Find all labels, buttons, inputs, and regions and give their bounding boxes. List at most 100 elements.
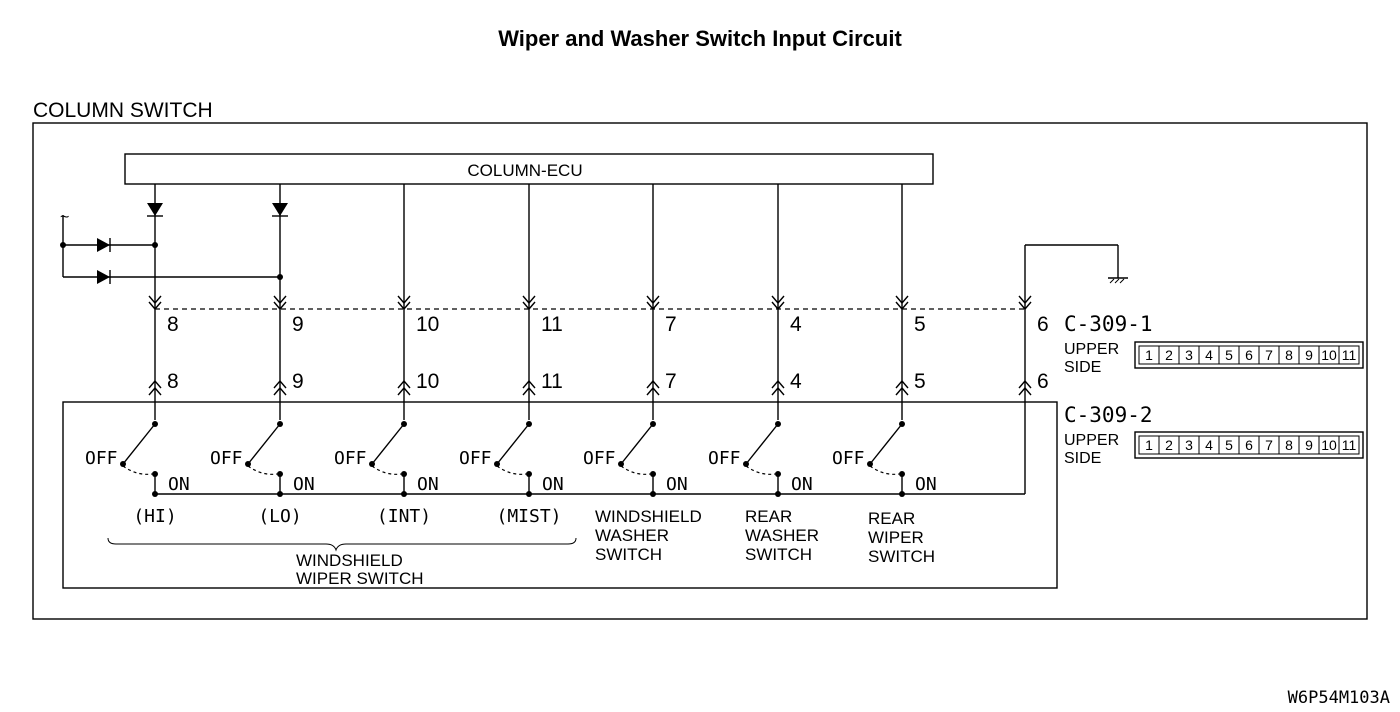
pin-6-lower-label: 6 (1037, 370, 1049, 393)
tilde-symbol: ~ (60, 209, 69, 226)
on-position-label: ON (168, 474, 190, 495)
pin-label-upper: 10 (416, 313, 439, 336)
page-title: Wiper and Washer Switch Input Circuit (498, 26, 902, 51)
on-position-label: ON (791, 474, 813, 495)
connector-pin-number: 11 (1342, 437, 1357, 453)
diode-icon (97, 238, 110, 252)
on-position-label: ON (915, 474, 937, 495)
connector-pin-icon (771, 295, 785, 311)
off-position-label: OFF (334, 448, 367, 469)
pin-label-lower: 9 (292, 370, 304, 393)
wiper-group-label-line2: WIPER SWITCH (296, 569, 424, 588)
pin-6-upper-label: 6 (1037, 313, 1049, 336)
connector-2-side-line2: SIDE (1064, 450, 1101, 467)
connector-pin-icon (522, 295, 536, 311)
rear-washer-label-line3: SWITCH (745, 545, 812, 564)
switch-blade-icon (122, 423, 156, 465)
on-position-label: ON (666, 474, 688, 495)
rear-wiper-label-line3: SWITCH (868, 547, 935, 566)
column-ecu-label: COLUMN-ECU (467, 161, 582, 180)
connector-pin-number: 2 (1165, 347, 1173, 363)
connector-2-side-line1: UPPER (1064, 432, 1119, 449)
off-position-label: OFF (85, 448, 118, 469)
connector-pin-icon (646, 379, 660, 396)
off-position-label: OFF (459, 448, 492, 469)
connector-pin-number: 7 (1265, 437, 1273, 453)
connector-pin-number: 10 (1321, 437, 1337, 453)
rear-washer-label-line1: REAR (745, 507, 792, 526)
connector-2-name: C-309-2 (1064, 403, 1153, 427)
connector-pin-number: 11 (1342, 347, 1357, 363)
connector-pin-number: 1 (1145, 347, 1153, 363)
connector-pin-number: 3 (1185, 437, 1193, 453)
off-position-label: OFF (832, 448, 865, 469)
switch-position-label: (LO) (258, 506, 301, 527)
switch-columns: 88OFFON(HI)99OFFON(LO)1010OFFON(INT)1111… (85, 184, 937, 527)
rear-washer-label-line2: WASHER (745, 526, 819, 545)
pin-label-upper: 7 (665, 313, 677, 336)
washer-switch-label-line1: WINDSHIELD (595, 507, 702, 526)
off-position-label: OFF (583, 448, 616, 469)
connector-pin-icon (522, 379, 536, 396)
connector-pin-number: 3 (1185, 347, 1193, 363)
diode-network: ~ (60, 209, 283, 284)
washer-switch-label-line2: WASHER (595, 526, 669, 545)
washer-switch-label-line3: SWITCH (595, 545, 662, 564)
connector-1-side-line1: UPPER (1064, 341, 1119, 358)
pin-label-lower: 8 (167, 370, 179, 393)
connector-pin-number: 8 (1285, 347, 1293, 363)
pin-label-lower: 11 (541, 370, 563, 393)
connector-1-name: C-309-1 (1064, 312, 1153, 336)
connector-pin-number: 9 (1305, 347, 1313, 363)
switch-blade-icon (620, 423, 654, 465)
connector-pin-icon (771, 379, 785, 396)
connector-pin-icon (273, 295, 287, 311)
connector-pin-icon (397, 295, 411, 311)
connector-pin-icon (148, 295, 162, 311)
switch-blade-icon (247, 423, 281, 465)
pin-label-upper: 11 (541, 313, 563, 336)
connector-pin-number: 9 (1305, 437, 1313, 453)
off-position-label: OFF (708, 448, 741, 469)
column-switch-box (32, 122, 1368, 620)
pin-label-lower: 4 (790, 370, 802, 393)
diode-icon (272, 203, 288, 216)
connector-pin-number: 4 (1205, 347, 1213, 363)
on-position-label: ON (293, 474, 315, 495)
rear-wiper-label-line1: REAR (868, 509, 915, 528)
connector-pin-number: 8 (1285, 437, 1293, 453)
pin-label-upper: 9 (292, 313, 304, 336)
switch-assembly-box (62, 401, 1058, 589)
connector-pin-number: 2 (1165, 437, 1173, 453)
connector-pin-icon (148, 379, 162, 396)
connector-pin-number: 4 (1205, 437, 1213, 453)
connector-pin-number: 6 (1245, 347, 1253, 363)
pin-label-lower: 5 (914, 370, 926, 393)
wiper-group-label-line1: WINDSHIELD (296, 551, 403, 570)
connector-pin-icon (895, 295, 909, 311)
switch-position-label: (INT) (377, 506, 431, 527)
switch-position-label: (MIST) (496, 506, 561, 527)
pin-6-lower-connector-icon (1018, 379, 1032, 396)
on-position-label: ON (417, 474, 439, 495)
switch-blade-icon (496, 423, 530, 465)
connector-pin-icon (397, 379, 411, 396)
pin-6-upper-connector-icon (1018, 295, 1032, 311)
connector-pin-icon (646, 295, 660, 311)
connector-1-side-line2: SIDE (1064, 359, 1101, 376)
on-position-label: ON (542, 474, 564, 495)
switch-position-label: (HI) (133, 506, 176, 527)
connector-pin-number: 1 (1145, 437, 1153, 453)
switch-blade-icon (371, 423, 405, 465)
pin-label-upper: 8 (167, 313, 179, 336)
